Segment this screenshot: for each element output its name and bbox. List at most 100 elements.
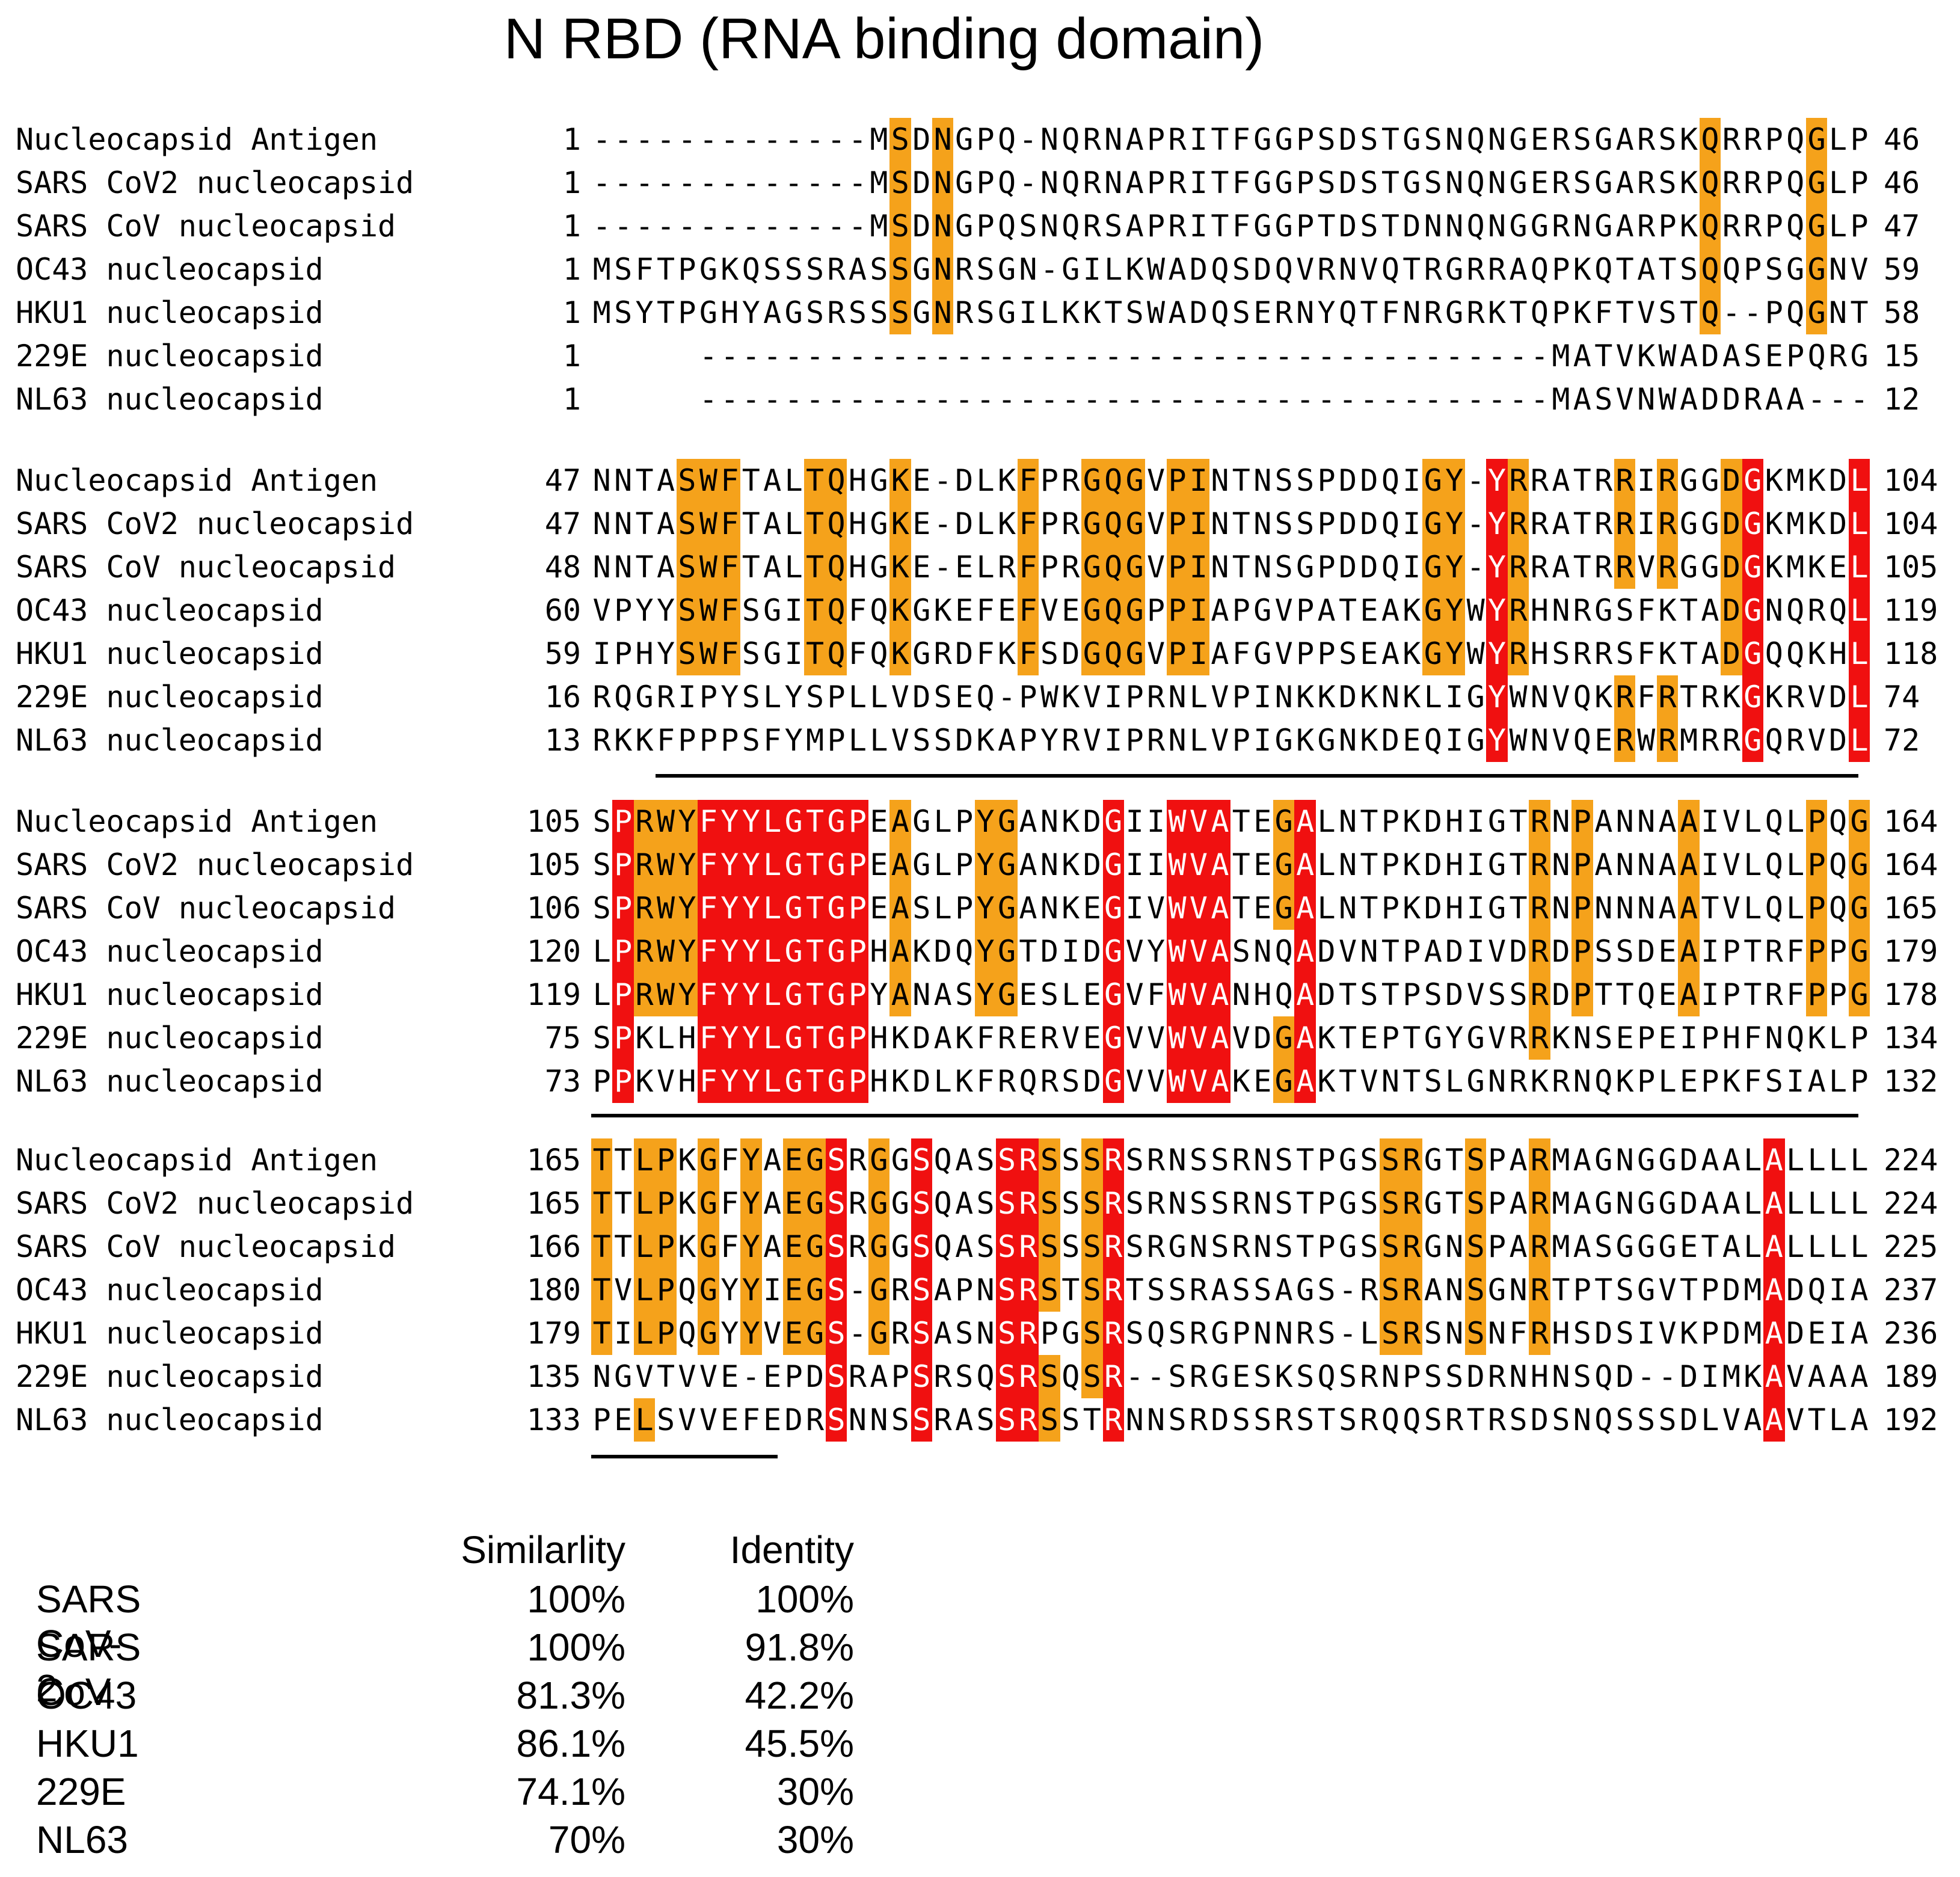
residue: K xyxy=(1402,636,1421,671)
stats-identity: 45.5% xyxy=(745,1722,854,1765)
residue: N xyxy=(870,1402,888,1437)
residue: G xyxy=(825,1016,847,1060)
residue: Q xyxy=(1338,295,1357,330)
residue: A xyxy=(1552,463,1570,498)
residue: R xyxy=(827,295,846,330)
residue: D xyxy=(1701,339,1719,373)
residue: G xyxy=(1253,593,1272,628)
residue: - xyxy=(1466,382,1485,417)
residue: F xyxy=(976,593,995,628)
residue: Q xyxy=(1147,1316,1166,1351)
residue: V xyxy=(1552,723,1570,758)
residue: - xyxy=(997,382,1016,417)
residue: P xyxy=(1166,502,1188,545)
start-position: 1 xyxy=(562,295,581,330)
residue: Q xyxy=(1317,1359,1336,1394)
residue: L xyxy=(633,1225,656,1268)
residue: G xyxy=(870,506,888,541)
residue: S xyxy=(1039,1138,1060,1182)
residue: F xyxy=(1232,165,1250,200)
residue: S xyxy=(889,118,911,161)
residue: I xyxy=(1125,804,1144,839)
residue: E xyxy=(1083,891,1101,926)
residue: R xyxy=(1529,1225,1550,1268)
residue: G xyxy=(782,843,805,886)
residue: A xyxy=(1701,1143,1719,1178)
residue: I xyxy=(1253,723,1272,758)
residue: L xyxy=(761,800,783,843)
residue: K xyxy=(891,1021,909,1055)
residue: N xyxy=(1488,209,1507,244)
residue: S xyxy=(742,680,760,714)
residue: - xyxy=(1104,339,1123,373)
residue: S xyxy=(1232,1273,1250,1307)
residue: Y xyxy=(1443,502,1465,545)
residue: G xyxy=(1637,1143,1656,1178)
residue: Q xyxy=(870,636,888,671)
residue: A xyxy=(889,973,911,1016)
residue: S xyxy=(1615,1316,1634,1351)
residue: A xyxy=(656,463,675,498)
residue: - xyxy=(1083,382,1101,417)
start-position: 120 xyxy=(526,934,581,969)
residue: T xyxy=(1615,977,1634,1012)
residue: L xyxy=(761,1016,783,1060)
residue: G xyxy=(1273,1016,1295,1060)
residue: W xyxy=(1166,886,1188,930)
residue: T xyxy=(1594,1273,1613,1307)
residue: P xyxy=(655,1312,677,1355)
residue: S xyxy=(1061,1064,1080,1099)
residue: E xyxy=(955,593,974,628)
residue: G xyxy=(1850,339,1869,373)
residue: P xyxy=(678,252,696,287)
residue: T xyxy=(1360,891,1378,926)
residue: E xyxy=(1360,636,1378,671)
residue: N xyxy=(1168,1186,1187,1221)
residue: R xyxy=(592,680,611,714)
residue: G xyxy=(1488,804,1507,839)
residue: K xyxy=(1573,252,1591,287)
residue: E xyxy=(1083,977,1101,1012)
residue: N xyxy=(1552,593,1570,628)
residue: L xyxy=(1829,1021,1848,1055)
residue: Y xyxy=(656,593,675,628)
residue: P xyxy=(1829,977,1848,1012)
residue: R xyxy=(891,1273,909,1307)
residue: G xyxy=(1211,1359,1229,1394)
residue: G xyxy=(1338,1229,1357,1264)
residue: G xyxy=(1102,1060,1124,1103)
residue: R xyxy=(1102,1268,1124,1312)
residue: - xyxy=(1147,382,1166,417)
residue: P xyxy=(1232,680,1250,714)
residue: R xyxy=(1529,1016,1550,1060)
residue: - xyxy=(614,165,633,200)
residue: E xyxy=(1360,593,1378,628)
residue: S xyxy=(676,589,698,632)
residue: F xyxy=(1017,632,1039,675)
residue: G xyxy=(1274,209,1293,244)
stats-identity: 30% xyxy=(776,1818,854,1861)
residue: M xyxy=(1743,1273,1762,1307)
residue: S xyxy=(592,847,611,882)
residue: Y xyxy=(1443,589,1465,632)
residue: I xyxy=(1701,847,1719,882)
residue: N xyxy=(1488,122,1507,157)
residue: G xyxy=(912,804,931,839)
block-4-underline xyxy=(591,1455,778,1458)
residue: - xyxy=(1274,382,1293,417)
residue: W xyxy=(698,459,719,502)
residue: - xyxy=(1509,339,1528,373)
residue: L xyxy=(1743,804,1762,839)
residue: P xyxy=(1040,1316,1058,1351)
residue: S xyxy=(1039,1398,1060,1442)
residue: G xyxy=(1701,506,1719,541)
residue: R xyxy=(633,800,656,843)
residue: G xyxy=(912,636,931,671)
residue: Y xyxy=(719,930,741,973)
start-position: 47 xyxy=(544,463,581,498)
residue: G xyxy=(1123,502,1146,545)
residue: S xyxy=(1464,1312,1487,1355)
residue: V xyxy=(1786,1402,1805,1437)
residue: G xyxy=(868,1312,890,1355)
residue: S xyxy=(1081,1225,1103,1268)
